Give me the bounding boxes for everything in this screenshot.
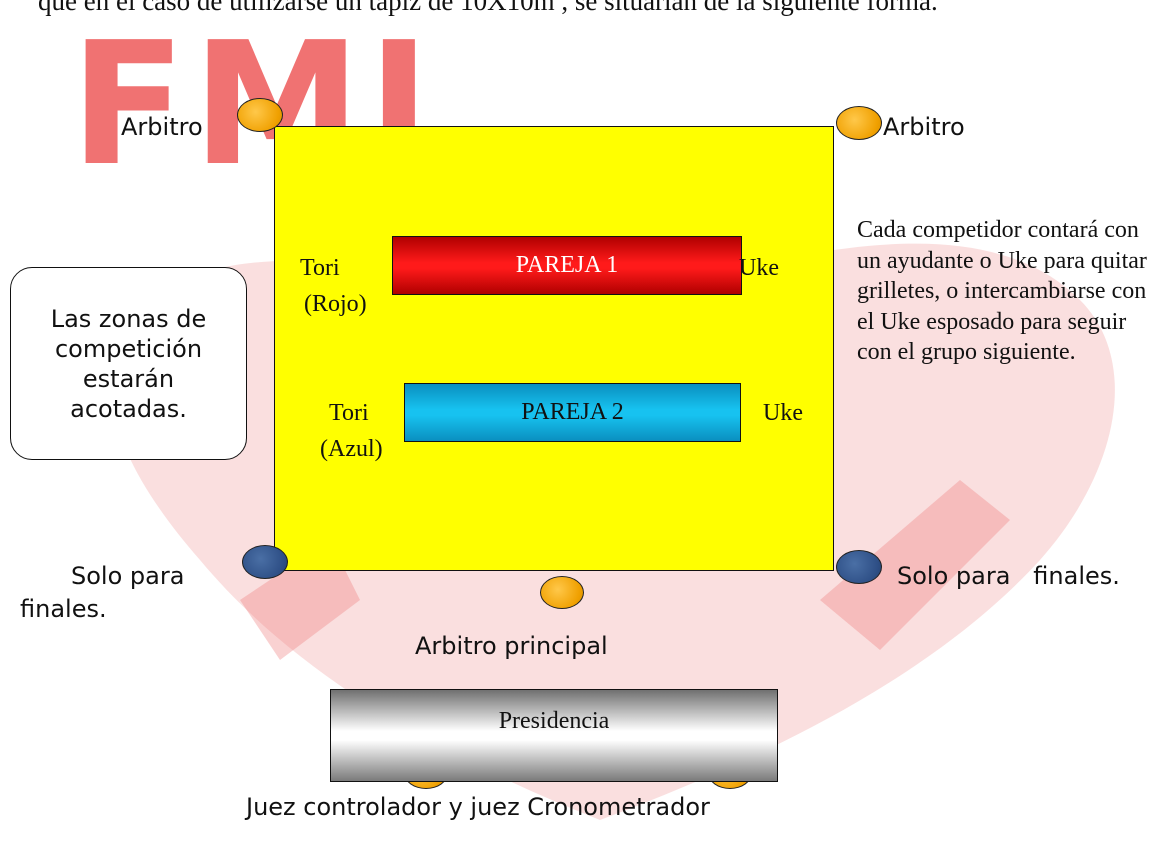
zones-note-box: Las zonas de competición estarán acotada… <box>10 267 247 460</box>
presidencia-label: Presidencia <box>498 708 610 734</box>
referee-top-right-marker <box>836 106 882 140</box>
zones-note-text: Las zonas de competición estarán acotada… <box>50 304 207 423</box>
pair-1-tori-color: (Rojo) <box>304 291 367 317</box>
main-referee-label: Arbitro principal <box>415 632 608 660</box>
competition-mat <box>274 126 834 571</box>
finals-right-marker <box>836 550 882 584</box>
uke-note-text: Cada competidor contará con un ayudante … <box>857 217 1147 365</box>
pair-2-tori-color: (Azul) <box>320 436 383 462</box>
pair-1-uke-label: Uke <box>739 255 779 281</box>
finals-left-label-line1: Solo para <box>71 562 185 590</box>
intro-text-line: que en el caso de utilizarse un tapiz de… <box>38 0 938 16</box>
finals-left-marker <box>242 545 288 579</box>
pair-2-label: PAREJA 2 <box>521 399 624 425</box>
referee-top-left-label: Arbitro <box>121 113 203 141</box>
pair-1-label: PAREJA 1 <box>515 252 619 278</box>
finals-right-label: Solo para finales. <box>897 562 1120 590</box>
presidencia-table: Presidencia <box>330 689 778 782</box>
finals-left-label-line2: finales. <box>20 595 107 623</box>
pair-1-tori-label: Tori <box>300 255 340 281</box>
judges-label: Juez controlador y juez Cronometrador <box>246 793 710 821</box>
pair-2-uke-label: Uke <box>763 400 803 426</box>
main-referee-marker <box>540 576 584 609</box>
referee-top-left-marker <box>237 98 283 132</box>
pair-2-bar: PAREJA 2 <box>404 383 741 442</box>
pair-2-tori-label: Tori <box>329 400 369 426</box>
referee-top-right-label: Arbitro <box>883 113 965 141</box>
pair-1-bar: PAREJA 1 <box>392 236 742 295</box>
